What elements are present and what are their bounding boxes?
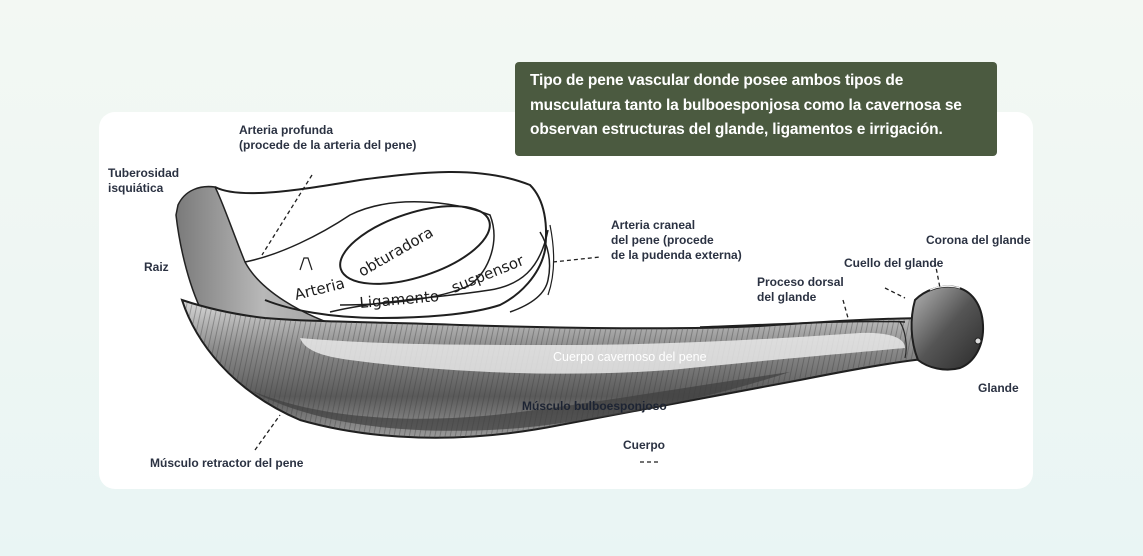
label-raiz: Raiz xyxy=(144,260,169,274)
label-musculo-bulboesponjoso: Músculo bulboesponjoso xyxy=(522,399,667,413)
label-cuerpo: Cuerpo xyxy=(623,438,665,452)
label-tuberosidad: Tuberosidad isquiática xyxy=(108,166,180,195)
glans-shape xyxy=(910,285,985,371)
bulbospongiosus-band xyxy=(250,372,790,431)
label-arteria-profunda: Arteria profunda (procede de la arteria … xyxy=(239,123,417,152)
label-proceso-dorsal: Proceso dorsal del glande xyxy=(757,275,844,304)
engraved-arteria: Arteria xyxy=(293,274,347,304)
engraved-ligamento: Ligamento xyxy=(359,287,440,312)
obturator-loop xyxy=(339,205,491,285)
label-corona-glande: Corona del glande xyxy=(926,233,1031,247)
label-glande: Glande xyxy=(978,381,1019,395)
label-cuerpo-cavernoso: Cuerpo cavernoso del pene xyxy=(553,350,707,364)
label-cuello-glande: Cuello del glande xyxy=(844,256,944,270)
label-arteria-craneal: Arteria craneal del pene (procede de la … xyxy=(611,218,742,262)
label-musculo-retractor: Músculo retractor del pene xyxy=(150,456,304,470)
description-box: Tipo de pene vascular donde posee ambos … xyxy=(515,62,997,156)
corpus-cavernosum-band xyxy=(300,332,905,374)
